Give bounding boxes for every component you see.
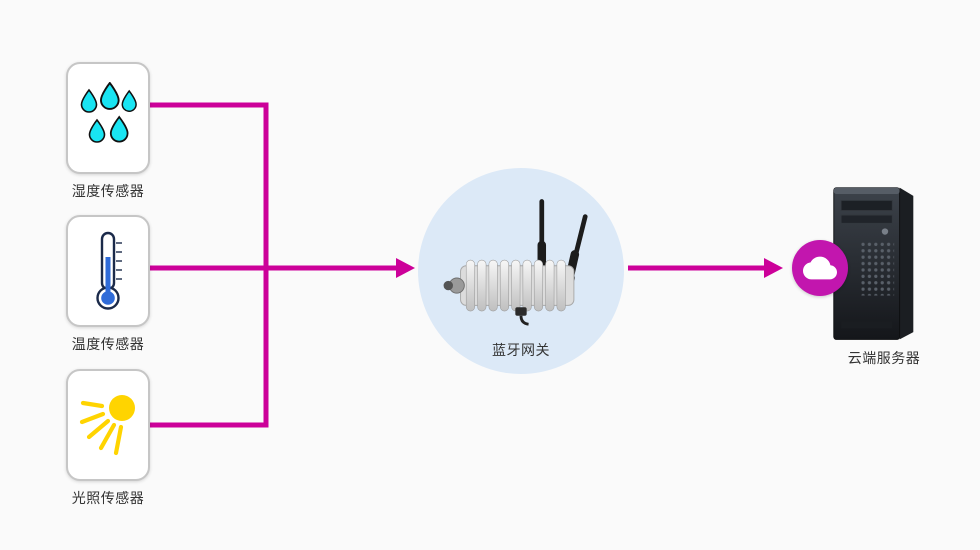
light-sensor-node: 光照传感器 [50, 369, 166, 508]
arrow-to-gateway [150, 258, 415, 278]
temperature-sensor-node: 温度传感器 [50, 215, 166, 354]
arrow-to-server [628, 258, 783, 278]
cloud-badge [792, 240, 848, 296]
humidity-sensor-label: 湿度传感器 [71, 183, 145, 199]
light-sensor-card [66, 369, 150, 481]
gateway-label: 蓝牙网关 [492, 342, 550, 358]
sunlight-icon [79, 395, 135, 456]
humidity-sensor-card [66, 62, 150, 174]
temperature-sensor-label: 温度传感器 [71, 336, 145, 352]
cloud-icon [803, 256, 837, 280]
server-tower-image [833, 187, 914, 340]
sensor-bus-line [150, 102, 269, 428]
temperature-sensor-card [66, 215, 150, 327]
light-sensor-label: 光照传感器 [71, 490, 145, 506]
thermometer-icon [96, 231, 122, 310]
humidity-droplets-icon [80, 82, 137, 143]
server-label: 云端服务器 [847, 350, 921, 366]
humidity-sensor-node: 湿度传感器 [50, 62, 166, 201]
bluetooth-gateway-image [443, 199, 588, 326]
